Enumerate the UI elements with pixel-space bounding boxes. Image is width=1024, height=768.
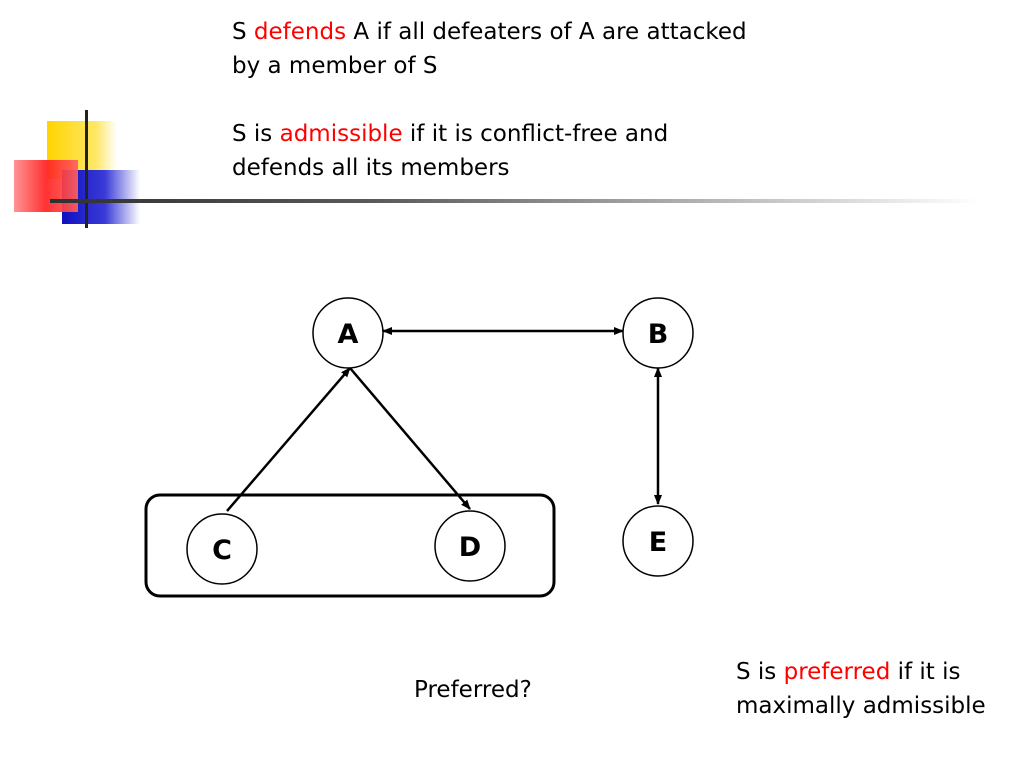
defends-pre: S bbox=[232, 19, 254, 45]
preferred-term: preferred bbox=[783, 659, 891, 685]
preferred-line-1: S is preferred if it is bbox=[736, 655, 986, 689]
node-d: D bbox=[434, 510, 506, 582]
preferred-definition: S is preferred if it is maximally admiss… bbox=[736, 655, 986, 723]
preferred-pre: S is bbox=[736, 659, 784, 685]
admissible-pre: S is bbox=[232, 121, 280, 147]
node-d-label: D bbox=[459, 532, 481, 563]
node-e-circle bbox=[622, 505, 694, 577]
node-a-label: A bbox=[338, 319, 359, 350]
node-b-circle bbox=[622, 297, 694, 369]
selected-set-box bbox=[144, 493, 556, 598]
deco-red-square bbox=[14, 160, 78, 212]
node-a-circle bbox=[312, 297, 384, 369]
node-a: A bbox=[312, 297, 384, 369]
node-c: C bbox=[186, 513, 258, 585]
node-e-label: E bbox=[649, 527, 667, 558]
admissible-definition: S is admissible if it is conflict-free a… bbox=[232, 117, 668, 185]
node-b: B bbox=[622, 297, 694, 369]
admissible-line-1: S is admissible if it is conflict-free a… bbox=[232, 117, 668, 151]
node-e: E bbox=[622, 505, 694, 577]
defends-post: A if all defeaters of A are attacked bbox=[346, 19, 747, 45]
deco-vertical-line bbox=[85, 110, 88, 228]
admissible-post: if it is conflict-free and bbox=[402, 121, 669, 147]
defends-term: defends bbox=[253, 19, 347, 45]
decoration bbox=[14, 110, 980, 228]
preferred-post: if it is bbox=[890, 659, 961, 685]
edge-c-a bbox=[226, 367, 351, 512]
preferred-line-2: maximally admissible bbox=[736, 693, 986, 719]
node-c-circle bbox=[186, 513, 258, 585]
admissible-term: admissible bbox=[279, 121, 403, 147]
admissible-line-2: defends all its members bbox=[232, 155, 510, 181]
edge-a-d bbox=[349, 367, 471, 510]
header-rule bbox=[50, 199, 980, 203]
node-d-circle bbox=[434, 510, 506, 582]
defends-line-1: S defends A if all defeaters of A are at… bbox=[232, 15, 747, 49]
defends-definition: S defends A if all defeaters of A are at… bbox=[232, 15, 747, 83]
defends-line-2: by a member of S bbox=[232, 53, 438, 79]
question-label: Preferred? bbox=[414, 677, 532, 703]
node-b-label: B bbox=[648, 319, 669, 350]
node-c-label: C bbox=[212, 535, 232, 566]
